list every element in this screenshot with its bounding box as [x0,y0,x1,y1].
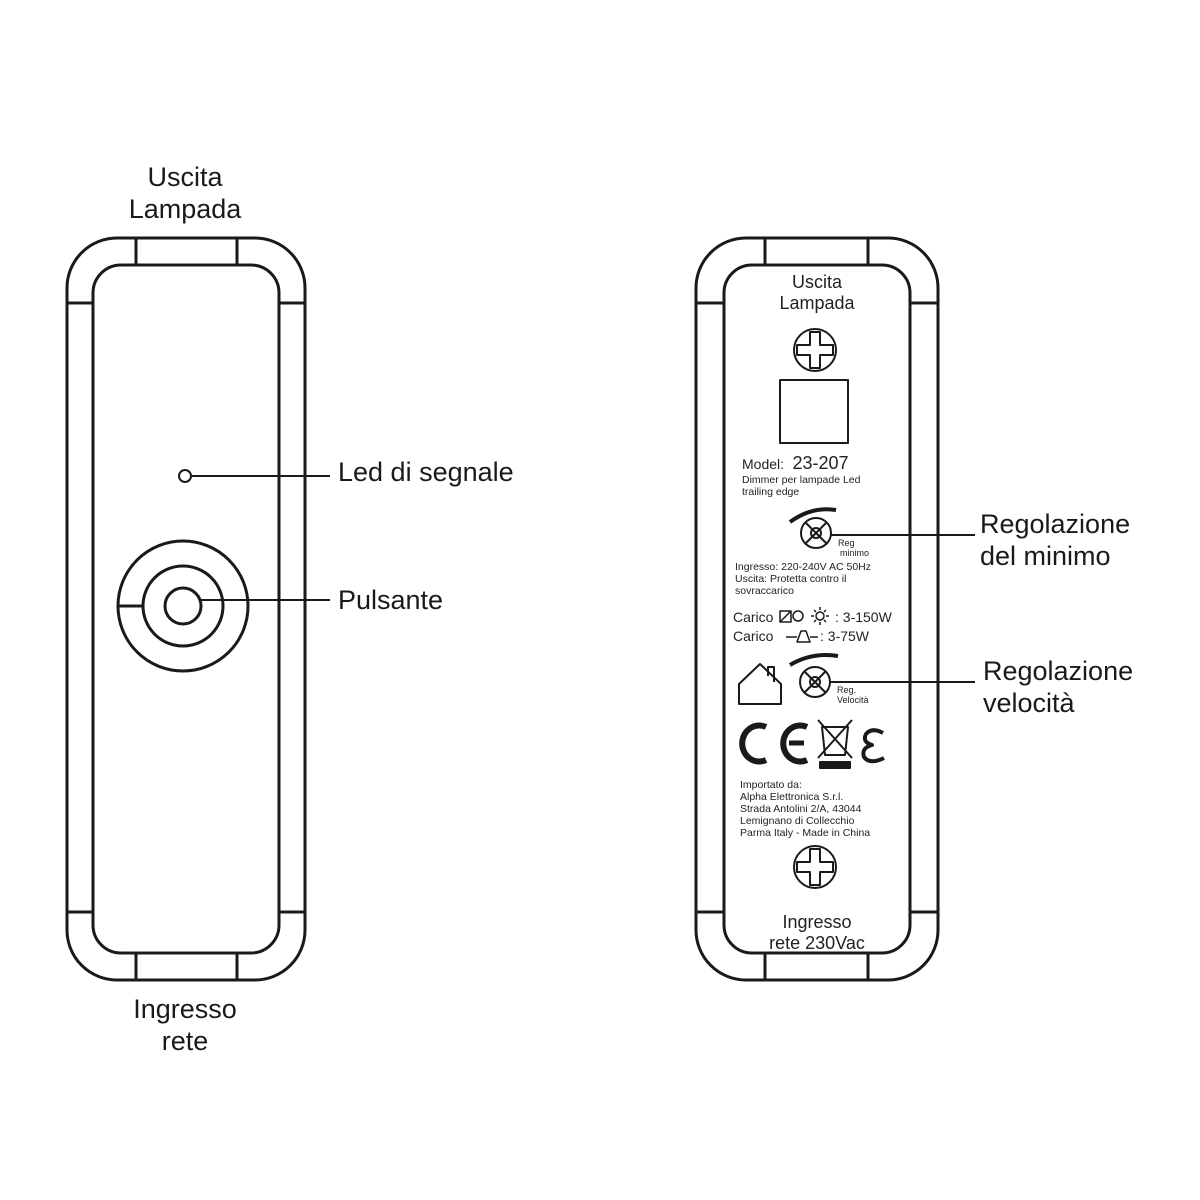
back-top-label: Uscita Lampada [767,272,867,313]
speed-knob-caption-line2: Velocità [837,695,869,706]
description-line2: trailing edge [742,486,800,499]
min-knob-caption: Reg minimo [838,538,869,559]
min-knob-caption-line2: minimo [840,548,870,559]
input-spec-line3: sovraccarico [735,585,794,598]
model-prefix: Model: [742,456,785,472]
label-square-icon [779,379,849,444]
back-bottom-label-line2: rete 230Vac [769,932,865,953]
back-bottom-label-line1: Ingresso [782,912,852,932]
importer-line2: Alpha Elettronica S.r.l. [740,791,844,804]
lamp-icon [786,630,818,643]
speed-knob-caption-line1: Reg. [837,685,857,695]
load-1-label: Carico [733,609,774,625]
input-spec-line2: Uscita: Protetta contro il [735,573,847,586]
house-icon [738,663,782,705]
back-top-label-line2: Lampada [779,292,855,313]
importer-line3: Strada Antolini 2/A, 43044 [740,803,862,816]
model-line: Model: 23-207 [742,453,849,474]
knob-icon [788,507,837,549]
screw-icon [793,845,837,889]
speed-adjust-callout: Regolazione velocità [983,655,1133,720]
importer-line5: Parma Italy - Made in China [740,827,871,840]
sun-icon [811,607,829,625]
led-label: Led di segnale [338,457,514,487]
back-top-label-line1: Uscita [791,272,842,292]
min-knob-caption-line1: Reg [838,538,855,548]
screw-icon [793,328,837,372]
input-spec-line1: Ingresso: 220-240V AC 50Hz [735,561,871,573]
speed-adjust-line2: velocità [983,688,1075,719]
model-number: 23-207 [792,453,849,473]
button-label: Pulsante [338,585,444,615]
front-bottom-label: Ingresso rete [110,993,260,1058]
model-description: Dimmer per lampade Led trailing edge [742,474,860,498]
led-indicator [178,469,192,483]
speed-knob-caption: Reg. Velocità [837,685,869,706]
ce-mark-icon [739,722,809,765]
front-top-label: Uscita Lampada [110,161,260,226]
front-bottom-label-line2: rete [161,1026,209,1057]
importer-block: Importato da: Alpha Elettronica S.r.l. S… [740,779,870,839]
load-2-label: Carico [733,628,774,644]
knob-icon [788,653,839,698]
input-spec: Ingresso: 220-240V AC 50Hz Uscita: Prote… [735,561,871,597]
weee-bin-icon [817,719,853,769]
load-2-value: : 3-75W [820,628,870,644]
min-adjust-line1: Regolazione [980,509,1131,539]
description-line1: Dimmer per lampade Led [742,474,861,486]
front-housing [65,236,307,982]
importer-line4: Lemignano di Collecchio [740,815,855,828]
speed-adjust-line1: Regolazione [983,656,1134,686]
back-housing [694,236,940,982]
min-adjust-callout: Regolazione del minimo [980,508,1130,573]
back-bottom-label: Ingresso rete 230Vac [747,912,887,953]
led-bulb-icon [779,610,804,623]
min-adjust-line2: del minimo [980,541,1111,572]
load-1-value: : 3-150W [835,609,892,625]
front-top-label-line2: Lampada [128,194,242,225]
eac-mark-icon [861,728,885,764]
front-top-label-line1: Uscita [147,162,223,192]
front-bottom-label-line1: Ingresso [133,994,237,1024]
push-button [116,539,250,673]
importer-line1: Importato da: [740,779,802,791]
